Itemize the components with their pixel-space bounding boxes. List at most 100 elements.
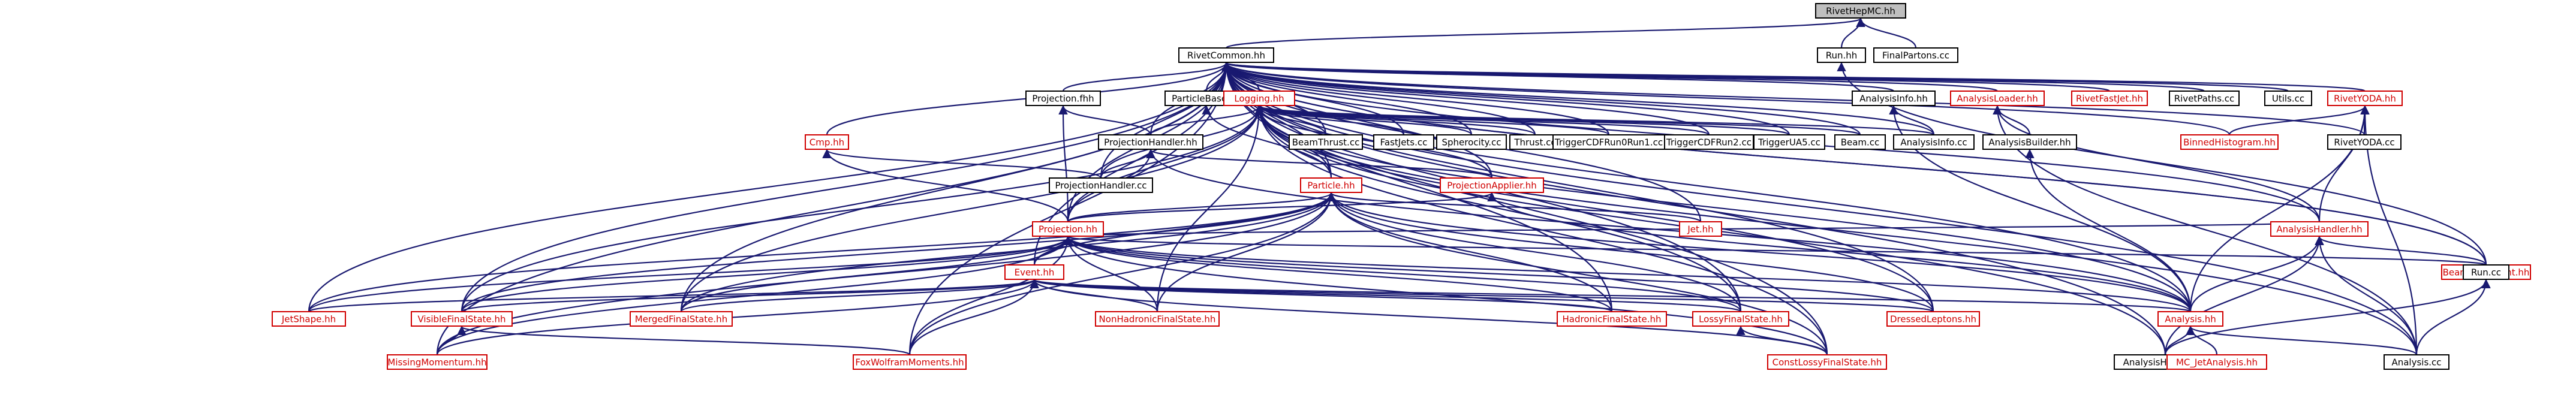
node-event[interactable]: Event.hh bbox=[1004, 264, 1064, 280]
node-jetshape[interactable]: JetShape.hh bbox=[272, 311, 346, 327]
edge-rivetcommon-to-hadronicfs bbox=[1221, 62, 1613, 312]
edge-rivetcommon-to-analysisinfocc bbox=[1221, 62, 1935, 135]
edges-layer bbox=[308, 17, 2491, 356]
node-analysisbuilder[interactable]: AnalysisBuilder.hh bbox=[1982, 134, 2077, 150]
node-box bbox=[1982, 134, 2077, 150]
edge-rivethepmc-to-finalpartons bbox=[1856, 17, 1917, 49]
node-label: Utils.cc bbox=[2272, 94, 2304, 104]
node-logging[interactable]: Logging.hh bbox=[1223, 91, 1295, 106]
edge-visiblefs-to-missingmomentum bbox=[436, 325, 467, 355]
node-runcc[interactable]: Run.cc bbox=[2463, 264, 2509, 280]
node-foxwolfram[interactable]: FoxWolframMoments.hh bbox=[853, 354, 967, 370]
edge-rivetcommon-to-rivetyodahh bbox=[1222, 62, 2366, 92]
edge-logging-to-analysisinfocc bbox=[1254, 105, 1935, 136]
node-label: Projection.fhh bbox=[1032, 94, 1094, 104]
node-projectionfh[interactable]: Projection.fhh bbox=[1025, 91, 1101, 106]
node-label: Run.cc bbox=[2471, 267, 2501, 278]
node-rivetpaths[interactable]: RivetPaths.cc bbox=[2169, 91, 2240, 106]
node-spherocity[interactable]: Spherocity.cc bbox=[1436, 134, 1507, 150]
node-nonhadronicfs[interactable]: NonHadronicFinalState.hh bbox=[1095, 311, 1220, 327]
node-label: Spherocity.cc bbox=[1442, 137, 1501, 148]
node-utils[interactable]: Utils.cc bbox=[2264, 91, 2312, 106]
edge-particle-to-hadronicfs bbox=[1326, 192, 1613, 312]
edge-event-to-jetshape bbox=[308, 279, 1039, 313]
node-jet[interactable]: Jet.hh bbox=[1679, 221, 1722, 237]
edge-analysishandlerhh-to-analysishh bbox=[2189, 236, 2324, 312]
node-box bbox=[1557, 311, 1667, 327]
node-thrust[interactable]: Thrust.cc bbox=[1509, 134, 1561, 150]
node-mcjetanalysis[interactable]: MC_JetAnalysis.hh bbox=[2166, 354, 2267, 370]
node-particle[interactable]: Particle.hh bbox=[1300, 177, 1362, 193]
edge-particle-to-foxwolfram bbox=[908, 192, 1336, 355]
node-projectionhandlercc[interactable]: ProjectionHandler.cc bbox=[1049, 177, 1153, 193]
edge-rivetcommon-to-projectionfh bbox=[1062, 62, 1231, 92]
node-rivetcommon[interactable]: RivetCommon.hh bbox=[1178, 47, 1274, 63]
node-beamthrust[interactable]: BeamThrust.cc bbox=[1289, 134, 1363, 150]
node-box bbox=[2463, 264, 2509, 280]
edge-logging-to-projectionhh bbox=[1067, 105, 1264, 222]
node-visiblefs[interactable]: VisibleFinalState.hh bbox=[411, 311, 513, 327]
node-mergedfs[interactable]: MergedFinalState.hh bbox=[630, 311, 733, 327]
node-box bbox=[272, 311, 346, 327]
node-projectionhandlerhh[interactable]: ProjectionHandler.hh bbox=[1098, 134, 1203, 150]
node-triggerua5[interactable]: TriggerUA5.cc bbox=[1753, 134, 1825, 150]
edge-rivethepmc-to-runhh bbox=[1840, 17, 1865, 49]
node-box bbox=[1817, 47, 1866, 63]
node-runhh[interactable]: Run.hh bbox=[1817, 47, 1866, 63]
node-box bbox=[1178, 47, 1274, 63]
node-label: BeamThrust.cc bbox=[1292, 137, 1360, 148]
node-missingmomentum[interactable]: MissingMomentum.hh bbox=[387, 354, 487, 370]
node-label: TriggerCDFRun2.cc bbox=[1666, 137, 1752, 148]
edge-logging-to-mergedfs bbox=[680, 105, 1264, 312]
node-box bbox=[1049, 177, 1153, 193]
node-fastjets[interactable]: FastJets.cc bbox=[1373, 134, 1434, 150]
node-label: RivetFastJet.hh bbox=[2076, 94, 2143, 104]
node-box bbox=[2180, 134, 2279, 150]
node-rivetfastjet[interactable]: RivetFastJet.hh bbox=[2071, 91, 2148, 106]
node-analysisloader[interactable]: AnalysisLoader.hh bbox=[1950, 91, 2045, 106]
edge-rivethepmc-to-rivetcommon bbox=[1225, 17, 1865, 49]
node-finalpartons[interactable]: FinalPartons.cc bbox=[1873, 47, 1958, 63]
edge-rivetcommon-to-jetshape bbox=[308, 62, 1231, 312]
edge-projectionhandlerhh-to-projectionapplier bbox=[1146, 149, 1493, 179]
node-box bbox=[2384, 354, 2449, 370]
node-label: ProjectionHandler.cc bbox=[1055, 180, 1146, 191]
node-label: AnalysisLoader.hh bbox=[1957, 94, 2038, 104]
node-box bbox=[411, 311, 513, 327]
node-triggercdf2[interactable]: TriggerCDFRun2.cc bbox=[1664, 134, 1754, 150]
node-analysishandlerhh[interactable]: AnalysisHandler.hh bbox=[2270, 221, 2369, 237]
node-label: Cmp.hh bbox=[809, 137, 844, 148]
node-analysisinfocc[interactable]: AnalysisInfo.cc bbox=[1893, 134, 1975, 150]
node-label: MC_JetAnalysis.hh bbox=[2176, 357, 2258, 369]
edge-analysisloader-to-analysishandlerhh bbox=[1993, 105, 2321, 222]
edge-analysishandlerhh-to-analysiscc bbox=[2315, 236, 2418, 355]
node-analysiscc[interactable]: Analysis.cc bbox=[2384, 354, 2449, 370]
node-beam[interactable]: Beam.cc bbox=[1834, 134, 1886, 150]
node-box bbox=[2270, 221, 2369, 237]
node-projectionhh[interactable]: Projection.hh bbox=[1032, 221, 1104, 237]
node-box bbox=[1032, 221, 1104, 237]
node-constlossyfs[interactable]: ConstLossyFinalState.hh bbox=[1767, 354, 1887, 370]
node-rivetyodahh[interactable]: RivetYODA.hh bbox=[2327, 91, 2403, 106]
node-label: Thrust.cc bbox=[1513, 137, 1555, 148]
node-dressedleptons[interactable]: DressedLeptons.hh bbox=[1886, 311, 1980, 327]
node-binnedhistogram[interactable]: BinnedHistogram.hh bbox=[2180, 134, 2279, 150]
node-lossyfs[interactable]: LossyFinalState.hh bbox=[1692, 311, 1789, 327]
node-rivetyodacc[interactable]: RivetYODA.cc bbox=[2327, 134, 2402, 150]
node-triggercdf1[interactable]: TriggerCDFRun0Run1.cc bbox=[1552, 134, 1665, 150]
node-projectionapplier[interactable]: ProjectionApplier.hh bbox=[1440, 177, 1544, 193]
node-box bbox=[853, 354, 967, 370]
node-analysishh[interactable]: Analysis.hh bbox=[2157, 311, 2223, 327]
node-cmp[interactable]: Cmp.hh bbox=[805, 134, 849, 150]
edge-particle-to-mergedfs bbox=[680, 192, 1336, 312]
node-label: FoxWolframMoments.hh bbox=[855, 357, 964, 368]
node-analysisinfohh[interactable]: AnalysisInfo.hh bbox=[1852, 91, 1936, 106]
node-box bbox=[1025, 91, 1101, 106]
node-label: Analysis.hh bbox=[2165, 314, 2216, 325]
node-hadronicfs[interactable]: HadronicFinalState.hh bbox=[1557, 311, 1667, 327]
node-label: RivetYODA.hh bbox=[2334, 94, 2396, 104]
node-label: RivetCommon.hh bbox=[1187, 50, 1265, 61]
node-label: MissingMomentum.hh bbox=[387, 357, 486, 368]
node-box bbox=[1300, 177, 1362, 193]
